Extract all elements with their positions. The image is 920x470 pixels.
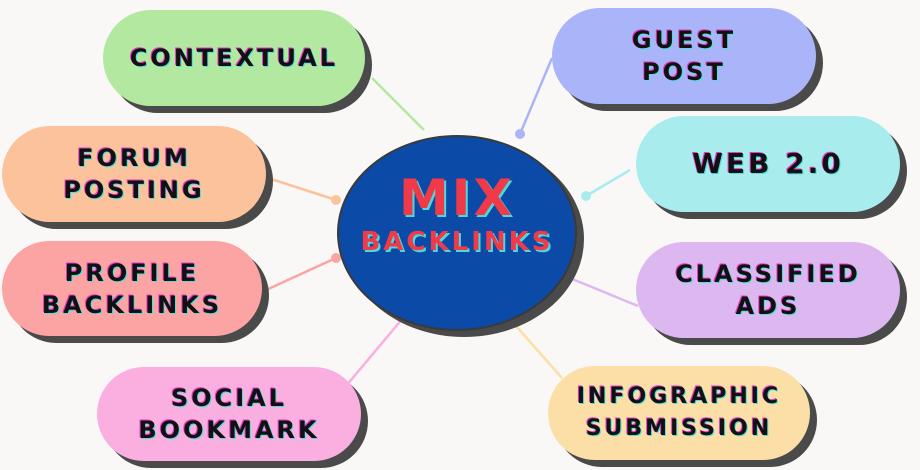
node-web-2: WEB 2.0: [636, 116, 900, 212]
node-label: GUEST POST: [631, 26, 737, 86]
connector-web: [585, 168, 631, 198]
node-guest-post: GUEST POST: [552, 8, 816, 104]
node-infographic-submission: INFOGRAPHIC SUBMISSION: [548, 366, 810, 460]
node-label: PROFILE BACKLINKS: [41, 258, 223, 319]
connector-infographic: [507, 316, 563, 379]
node-profile-backlinks: PROFILE BACKLINKS: [2, 241, 262, 336]
connector-social: [345, 317, 404, 387]
node-label: WEB 2.0: [692, 147, 844, 180]
connector-forum: [267, 176, 337, 202]
connector-contextual: [371, 77, 425, 131]
node-label: SOCIAL BOOKMARK: [138, 384, 320, 444]
center-title: MIX: [399, 169, 515, 227]
node-label: CONTEXTUAL: [129, 44, 339, 72]
center-node: MIX BACKLINKS: [337, 135, 577, 331]
node-classified-ads: CLASSIFIED ADS: [636, 242, 900, 338]
connector-classified: [564, 274, 639, 308]
node-social-bookmark: SOCIAL BOOKMARK: [97, 367, 361, 461]
node-label: INFOGRAPHIC SUBMISSION: [576, 384, 782, 441]
node-forum-posting: FORUM POSTING: [2, 126, 266, 222]
node-label: CLASSIFIED ADS: [675, 260, 861, 320]
node-label: FORUM POSTING: [63, 144, 205, 204]
connector-guest: [518, 57, 554, 135]
center-subtitle: BACKLINKS: [360, 227, 554, 257]
node-contextual: CONTEXTUAL: [103, 10, 365, 106]
connector-profile: [265, 256, 337, 292]
